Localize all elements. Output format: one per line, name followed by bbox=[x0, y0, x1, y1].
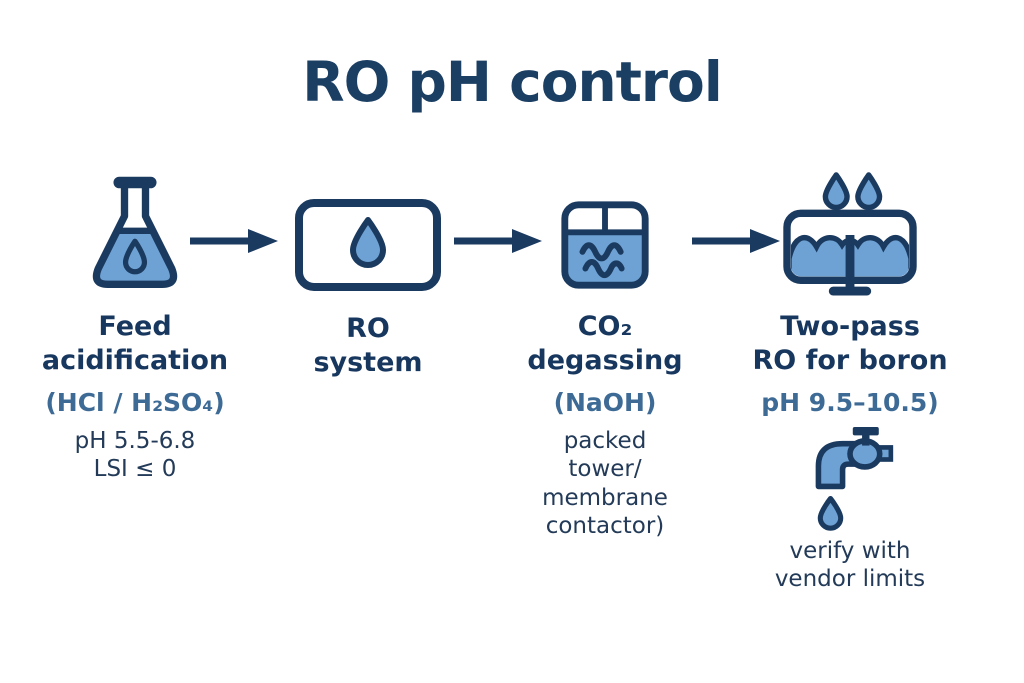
stage-sub-label: (NaOH) bbox=[553, 387, 657, 417]
arrow-right-icon bbox=[454, 229, 542, 253]
flask-icon bbox=[10, 170, 260, 298]
page-title: RO pH control bbox=[302, 50, 722, 114]
degassing-tank-icon bbox=[561, 201, 649, 289]
two-pass-ro-icon bbox=[726, 172, 974, 298]
ro-membrane-icon bbox=[256, 199, 480, 292]
faucet-icon bbox=[815, 426, 894, 531]
flow-arrow-1 bbox=[188, 226, 280, 256]
stage-detail-line: contactor) bbox=[545, 513, 665, 540]
flow-arrow-2 bbox=[452, 226, 544, 256]
stage-detail-line: membrane bbox=[542, 484, 668, 511]
stage-co2-degassing: CO₂ degassing (NaOH) packed tower/ membr… bbox=[493, 196, 717, 541]
stage-label-line: RO for boron bbox=[752, 345, 948, 377]
stage-note-line: verify with bbox=[789, 537, 911, 564]
stage-label-line: acidification bbox=[41, 345, 229, 377]
stage-detail-line: packed bbox=[563, 427, 647, 454]
stage-detail-line: LSI ≤ 0 bbox=[93, 456, 177, 483]
stage-label-line: Feed bbox=[98, 311, 172, 342]
arrow-right-icon bbox=[190, 229, 278, 253]
stage-detail-line: pH 5.5-6.8 bbox=[74, 427, 196, 454]
stage-sub-label: pH 9.5–10.5) bbox=[761, 387, 939, 417]
stage-label-line: CO₂ bbox=[577, 311, 633, 342]
stage-note-line: vendor limits bbox=[774, 566, 926, 593]
arrow-right-icon bbox=[692, 229, 780, 253]
degassing-tank-icon bbox=[493, 196, 717, 294]
stage-ro-system: RO system bbox=[256, 199, 480, 381]
faucet-icon bbox=[726, 426, 974, 531]
stage-label-line: degassing bbox=[527, 345, 683, 377]
stage-feed-acidification: Feed acidification (HCl / H₂SO₄) pH 5.5-… bbox=[10, 170, 260, 484]
flask-icon bbox=[92, 176, 178, 289]
stage-two-pass-ro: Two-pass RO for boron pH 9.5–10.5) verif… bbox=[726, 172, 974, 594]
two-pass-ro-icon bbox=[783, 172, 917, 296]
flow-arrow-3 bbox=[690, 226, 782, 256]
stage-label-line: Two-pass bbox=[780, 311, 920, 342]
ro-membrane-icon bbox=[295, 199, 441, 291]
stage-sub-label: (HCl / H₂SO₄) bbox=[45, 387, 225, 417]
stage-label-line: system bbox=[313, 347, 423, 379]
stage-label-line: RO bbox=[346, 313, 390, 344]
stage-detail-line: tower/ bbox=[568, 456, 642, 483]
